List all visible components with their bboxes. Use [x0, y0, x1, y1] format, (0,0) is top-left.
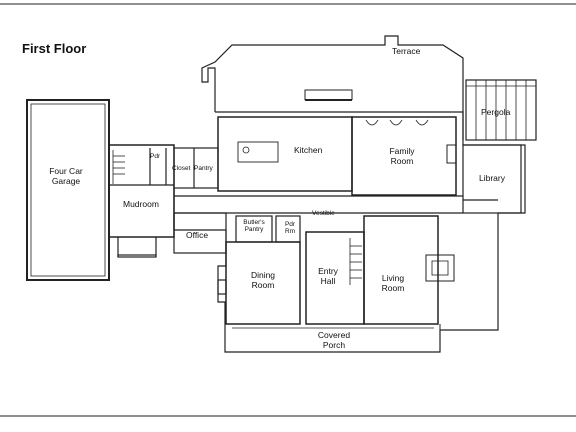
covered-porch-outline: [224, 324, 441, 353]
room-label-family-room: Family Room: [389, 146, 415, 166]
room-label-vestible: Vestible: [312, 210, 335, 217]
room-label-four-car-garage: Four Car Garage: [49, 166, 83, 186]
room-label-kitchen: Kitchen: [294, 145, 323, 155]
room-label-pantry: Pantry: [194, 165, 213, 172]
room-label-terrace: Terrace: [392, 46, 421, 56]
room-label-pdr-rm: Pdr Rm: [284, 221, 296, 235]
kitchen-island: [237, 141, 279, 163]
room-label-pergola: Pergola: [481, 107, 511, 117]
mudroom-outline: [108, 144, 175, 238]
library-outline: [462, 144, 522, 214]
room-label-library: Library: [479, 173, 505, 183]
room-label-office: Office: [186, 230, 209, 240]
room-label-dining-room: Dining Room: [250, 270, 276, 290]
room-label-butlers-pantry: Butler's Pantry: [243, 219, 265, 233]
room-label-entry-hall: Entry Hall: [318, 266, 338, 286]
floor-title: First Floor: [22, 41, 87, 56]
room-label-covered-porch: Covered Porch: [317, 330, 351, 350]
office-outline: [173, 212, 227, 254]
pergola-outline: [465, 79, 537, 141]
garage-outline: [26, 99, 110, 281]
terrace-outline: [201, 35, 464, 140]
pergola-slats: [466, 80, 536, 140]
room-label-mudroom: Mudroom: [123, 199, 159, 209]
room-label-closet: Closet: [172, 165, 191, 172]
living-room-outline: [363, 215, 439, 325]
room-label-living-room: Living Room: [381, 273, 405, 293]
room-label-pdr: Pdr: [150, 153, 161, 160]
